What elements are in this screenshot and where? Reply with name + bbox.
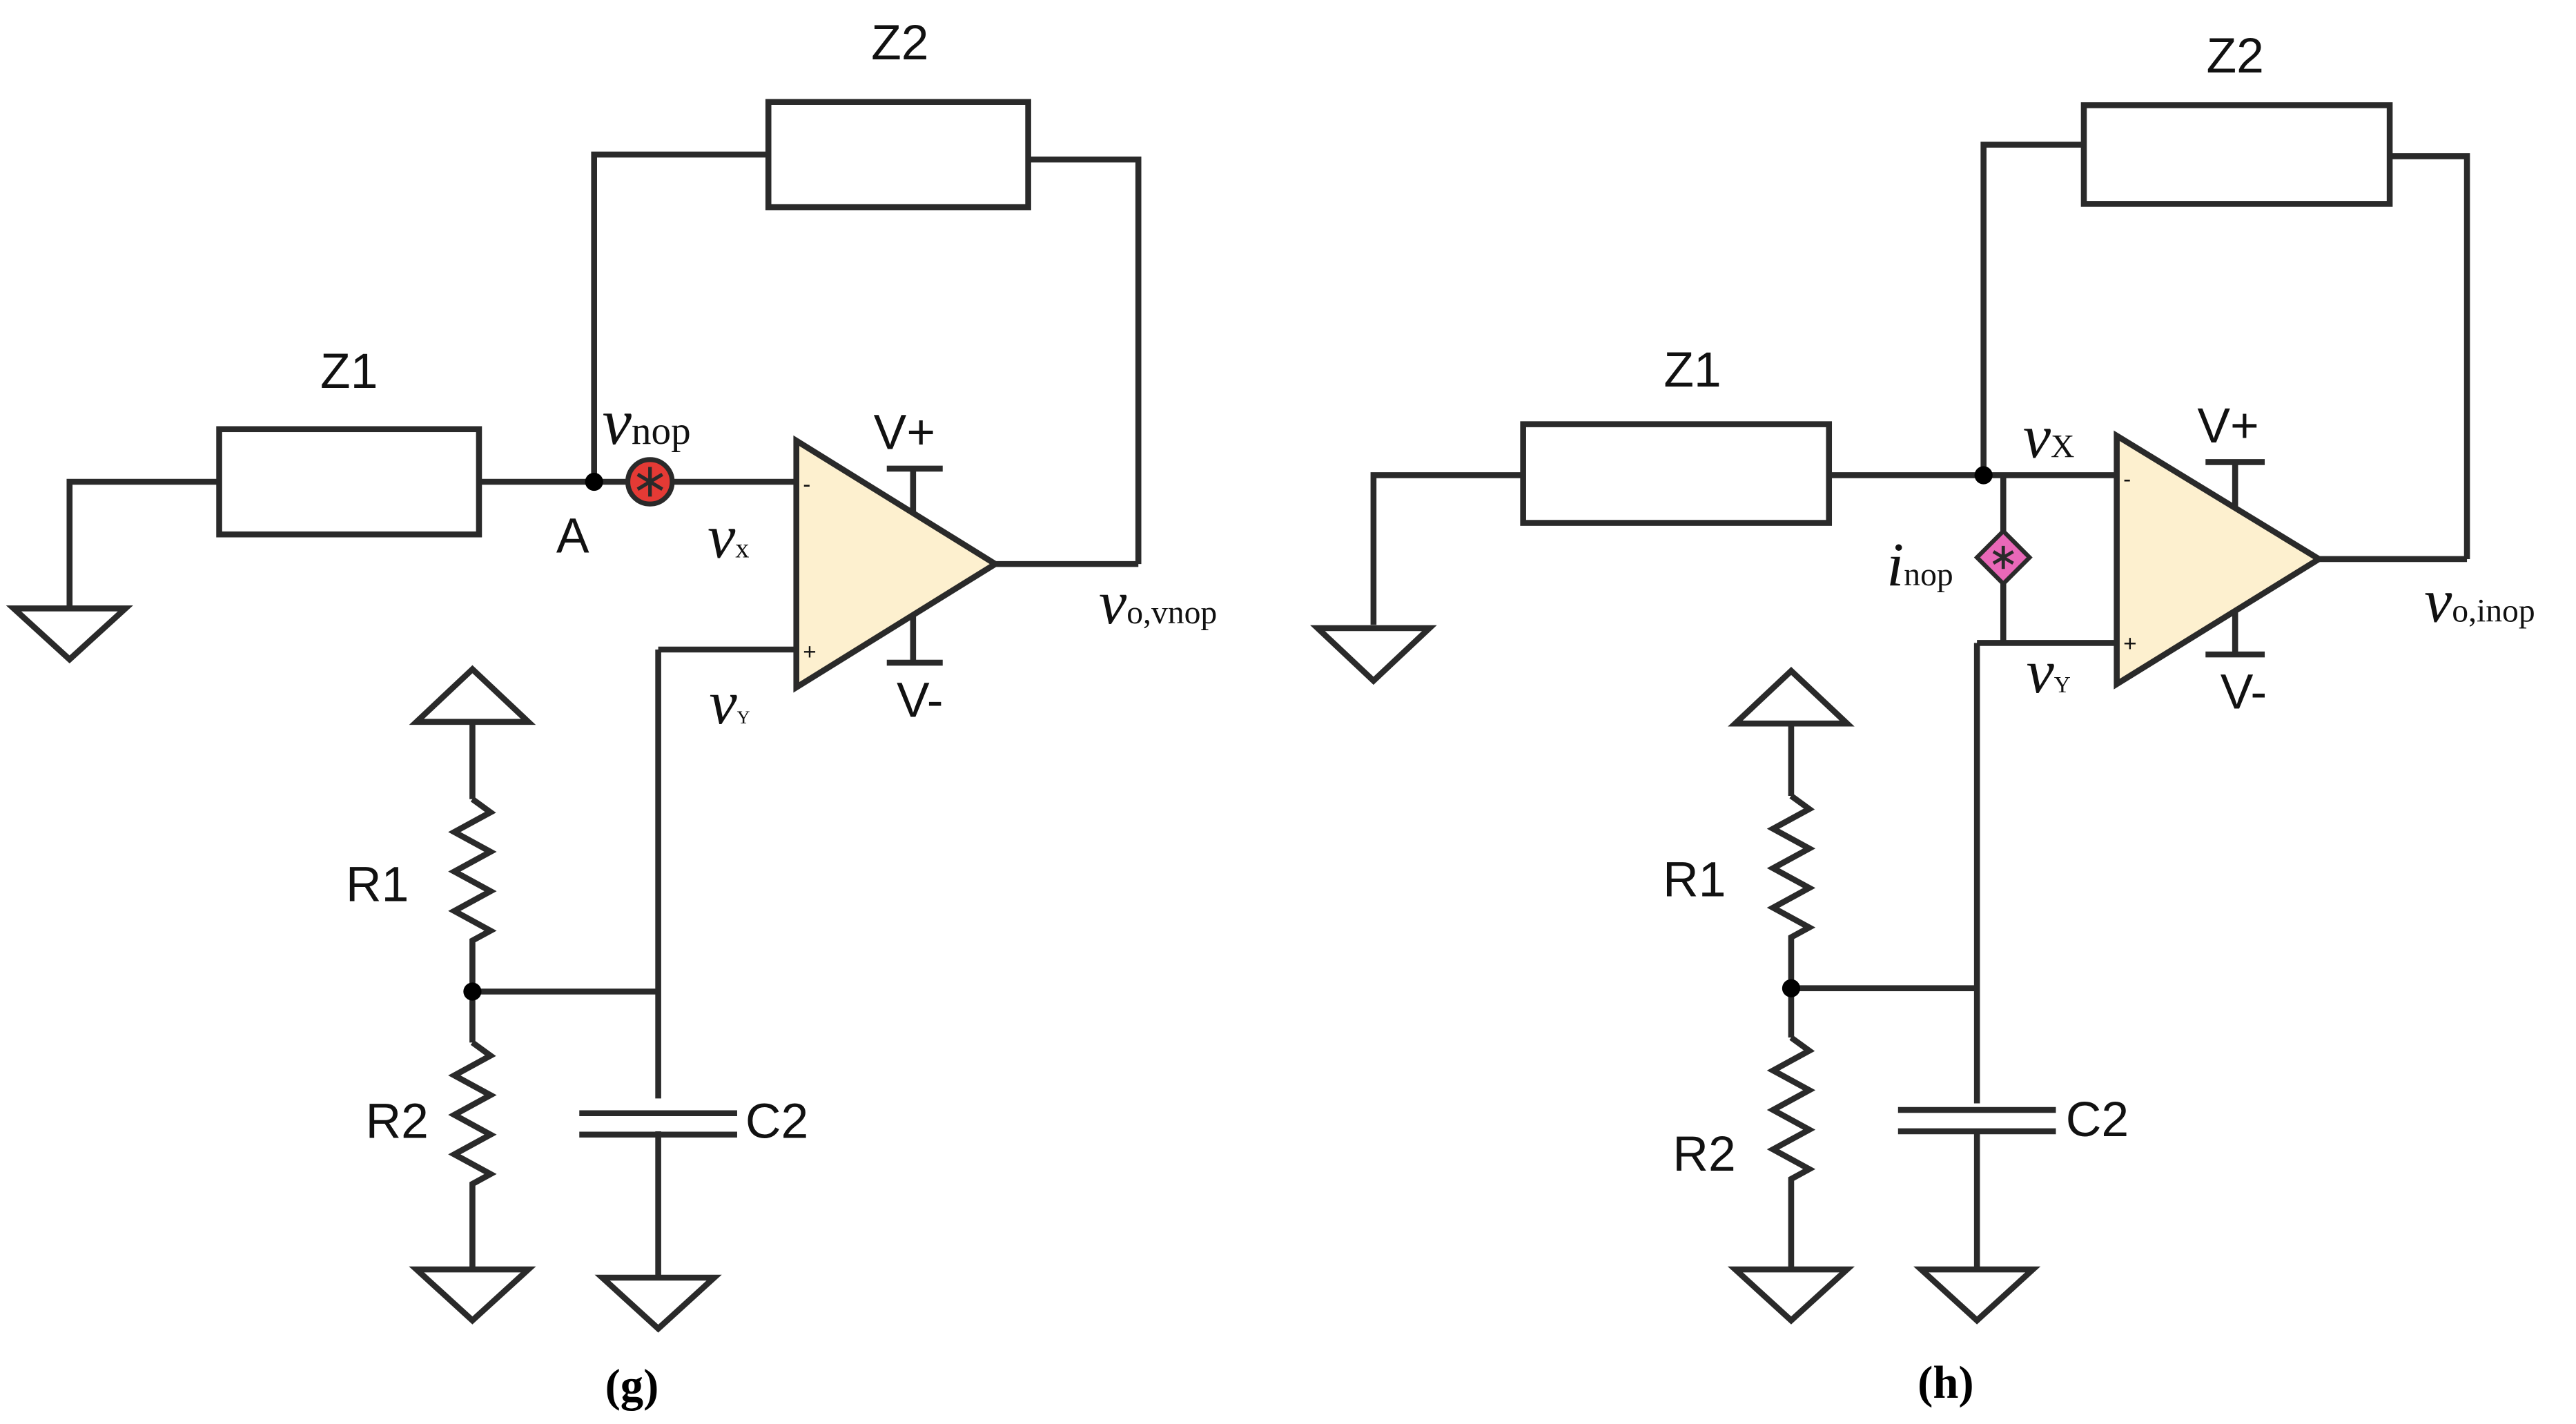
op-amp xyxy=(2114,430,2325,690)
z1-impedance xyxy=(216,426,482,538)
r2-label: R2 xyxy=(1672,1126,1735,1182)
c2-label: C2 xyxy=(745,1093,808,1149)
divider-node-dot xyxy=(463,982,482,1001)
voltage-noise-source-icon xyxy=(625,457,675,507)
vo-vnop-label: vo,vnop xyxy=(1099,567,1217,637)
vplus-label: V+ xyxy=(874,404,935,460)
z2-label: Z2 xyxy=(871,15,928,70)
vminus-label: V- xyxy=(2221,665,2267,720)
panel-h: Z2 Z1 V+ V- - + R1 R2 C2 vX inop vY vo,i… xyxy=(1310,28,2535,1408)
caption-h: (h) xyxy=(1918,1358,1974,1408)
divider-node-dot xyxy=(1782,979,1801,997)
ground-icon xyxy=(1727,1266,1855,1325)
node-a-dot xyxy=(585,472,603,491)
vy-label: vY xyxy=(2027,636,2071,706)
ground-icon xyxy=(1310,625,1437,685)
ground-icon xyxy=(1913,1266,2041,1325)
caption-g: (g) xyxy=(605,1361,659,1412)
minus-input-sign: - xyxy=(2123,467,2131,492)
plus-input-sign: + xyxy=(803,639,816,665)
op-amp xyxy=(793,435,1002,693)
z1-label: Z1 xyxy=(1663,342,1721,398)
z1-label: Z1 xyxy=(320,344,378,399)
c2-label: C2 xyxy=(2066,1092,2129,1147)
supply-arrow-icon xyxy=(409,665,536,725)
panel-g: Z2 Z1 A V+ V- - + R1 R2 C2 vnop vx vY vo… xyxy=(6,15,1217,1412)
z1-impedance xyxy=(1520,421,1833,526)
c2-capacitor xyxy=(579,1110,737,1138)
z2-label: Z2 xyxy=(2206,28,2263,84)
inverting-node-dot xyxy=(1974,466,1993,485)
current-noise-source-icon xyxy=(1973,528,2033,587)
minus-input-sign: - xyxy=(803,471,810,497)
wires xyxy=(1370,142,2470,1270)
z2-impedance xyxy=(2080,102,2393,207)
supply-arrow-icon xyxy=(1728,667,1855,727)
node-a-label: A xyxy=(556,508,589,563)
vx-label: vx xyxy=(708,502,749,572)
ground-icon xyxy=(594,1274,722,1333)
z2-impedance xyxy=(765,99,1031,211)
wires xyxy=(66,151,1142,1278)
vminus-label: V- xyxy=(897,673,944,728)
ground-icon xyxy=(6,605,133,664)
vy-label: vY xyxy=(709,667,750,737)
c2-capacitor xyxy=(1897,1106,2056,1135)
vx-label: vX xyxy=(2023,401,2075,471)
vnop-label: vnop xyxy=(603,385,691,458)
inop-label: inop xyxy=(1886,529,1953,599)
r1-label: R1 xyxy=(1663,852,1726,907)
ground-icon xyxy=(409,1266,536,1325)
vplus-label: V+ xyxy=(2197,398,2258,453)
vo-inop-label: vo,inop xyxy=(2424,565,2535,635)
r2-label: R2 xyxy=(366,1093,429,1149)
plus-input-sign: + xyxy=(2123,631,2136,656)
r1-label: R1 xyxy=(346,857,409,912)
